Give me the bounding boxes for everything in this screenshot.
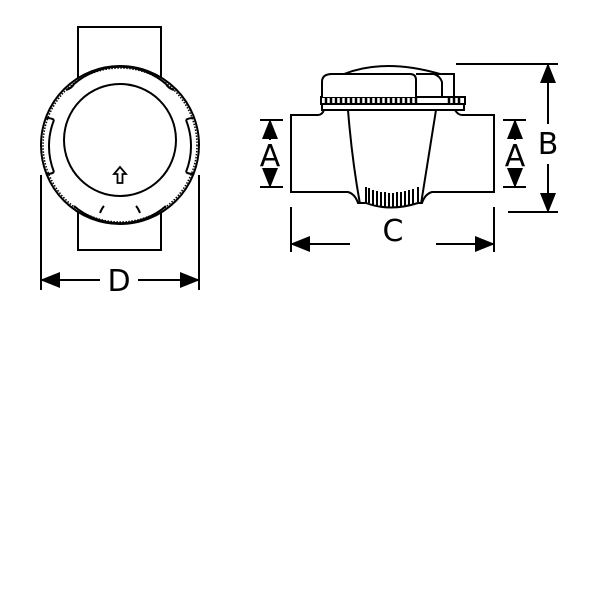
ring-segment-bottom bbox=[73, 205, 167, 225]
body-right-edge bbox=[420, 109, 437, 205]
top-view bbox=[40, 26, 200, 251]
cap-dome bbox=[343, 65, 441, 75]
dimension-a-right bbox=[503, 119, 526, 188]
label-a-left: A bbox=[260, 139, 281, 174]
side-view bbox=[290, 65, 495, 209]
pipe-side bbox=[290, 109, 495, 204]
inner-dial bbox=[63, 83, 177, 197]
body-left-edge bbox=[347, 109, 361, 205]
ring-segment-top bbox=[73, 65, 167, 85]
knurl-teeth bbox=[324, 97, 461, 104]
cap-side bbox=[416, 73, 455, 98]
dimension-b bbox=[456, 63, 558, 213]
label-d: D bbox=[107, 264, 130, 299]
dimension-a-left bbox=[260, 119, 283, 188]
ring-segment-right bbox=[185, 119, 193, 173]
label-c: C bbox=[383, 214, 404, 249]
drain-knurl bbox=[368, 188, 414, 208]
knurl-edge bbox=[42, 67, 198, 223]
dimension-d bbox=[40, 175, 200, 290]
cap-front bbox=[321, 73, 417, 97]
dimension-c bbox=[290, 207, 495, 252]
label-a-right: A bbox=[505, 139, 526, 174]
ring-segment-left bbox=[47, 119, 55, 173]
label-b: B bbox=[538, 127, 559, 162]
up-arrow-icon bbox=[112, 165, 128, 184]
knurl-band bbox=[320, 96, 466, 105]
